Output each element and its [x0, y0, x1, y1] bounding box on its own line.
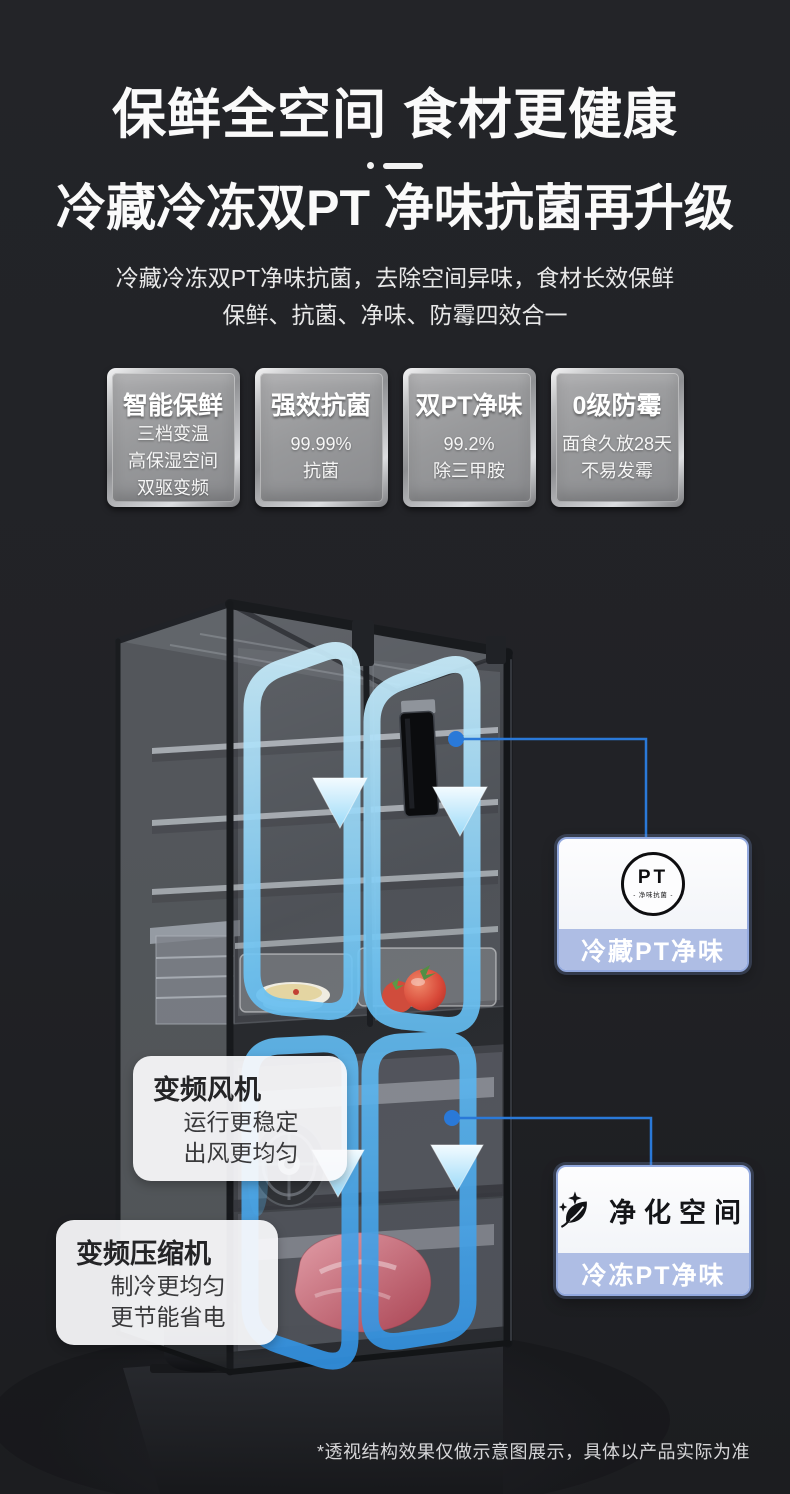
connectors — [444, 731, 653, 1166]
compressor-callout-line: 制冷更均匀 — [110, 1273, 226, 1299]
airflow-loop — [361, 1031, 477, 1350]
page-subtitle: 冷藏冷冻双PT 净味抗菌再升级 — [56, 180, 734, 237]
fan-callout-line: 运行更稳定 — [183, 1109, 299, 1135]
feature-card-line: 三档变温 — [137, 424, 209, 445]
freezer-pt-card: 净化空间 冷冻PT净味 — [556, 1165, 751, 1296]
page-title: 保鲜全空间 食材更健康 — [111, 85, 678, 145]
feature-card-title: 0级防霉 — [572, 392, 662, 421]
feature-card-dual-pt: 双PT净味 99.2% 除三甲胺 — [402, 368, 536, 508]
pt-module — [399, 699, 440, 818]
feature-card-row: 智能保鲜 三档变温 高保湿空间 双驱变频 强效抗菌 99.99% 抗菌 — [0, 368, 790, 508]
airflow-arrows — [311, 777, 488, 1199]
feature-card-anti-mold: 0级防霉 面食久放28天 不易发霉 — [550, 368, 684, 508]
feature-card-line: 99.2% — [443, 434, 495, 455]
fridge-pt-label: 冷藏PT净味 — [559, 929, 747, 970]
feature-card-title: 强效抗菌 — [270, 392, 371, 421]
fan-callout-line: 出风更均匀 — [183, 1140, 299, 1166]
purify-space-label: 净化空间 — [609, 1197, 749, 1228]
connector-dot — [444, 1110, 460, 1126]
feature-card-antibacterial: 强效抗菌 99.99% 抗菌 — [254, 368, 388, 508]
sparkle-icon — [568, 1191, 582, 1205]
connector-line — [452, 1116, 653, 1166]
feature-card-line: 双驱变频 — [137, 478, 209, 499]
fridge-frame — [115, 599, 513, 1376]
fan-callout-title: 变频风机 — [153, 1075, 261, 1105]
description: 冷藏冷冻双PT净味抗菌，去除空间异味，食材长效保鲜 保鲜、抗菌、净味、防霉四效合… — [0, 260, 790, 334]
fan-callout: 变频风机 运行更稳定 出风更均匀 — [133, 1056, 347, 1181]
divider-bar — [383, 162, 423, 169]
header: 保鲜全空间 食材更健康 冷藏冷冻双PT 净味抗菌再升级 冷藏冷冻双PT净味抗菌，… — [0, 0, 790, 508]
disclaimer-footnote: *透视结构效果仅做示意图展示，具体以产品实际为准 — [316, 1442, 750, 1462]
connector-line — [456, 737, 648, 840]
feature-card-line: 面食久放28天 — [561, 434, 673, 455]
airflow-loop — [363, 656, 481, 1034]
connector-dot — [448, 731, 464, 747]
feature-card-line: 不易发霉 — [581, 461, 653, 482]
description-line-2: 保鲜、抗菌、净味、防霉四效合一 — [222, 302, 568, 329]
fridge-pt-card: PT - 净味抗菌 - 冷藏PT净味 — [557, 837, 749, 972]
feature-card-line: 高保湿空间 — [128, 451, 218, 472]
freezer-pt-label: 冷冻PT净味 — [558, 1253, 749, 1294]
airflow-arrow-icon — [312, 777, 368, 830]
feature-card-line: 除三甲胺 — [433, 461, 505, 482]
compressor-callout-title: 变频压缩机 — [76, 1239, 211, 1269]
compressor-callout: 变频压缩机 制冷更均匀 更节能省电 — [56, 1220, 278, 1345]
compressor-callout-line: 更节能省电 — [110, 1304, 226, 1330]
feature-card-title: 双PT净味 — [415, 392, 523, 421]
pt-logo-icon: PT - 净味抗菌 - — [621, 852, 685, 916]
description-line-1: 冷藏冷冻双PT净味抗菌，去除空间异味，食材长效保鲜 — [115, 265, 675, 292]
sparkle-icon — [558, 1202, 568, 1212]
leaf-icon — [558, 1191, 587, 1228]
feature-card-title: 智能保鲜 — [122, 392, 223, 421]
feature-card-line: 抗菌 — [303, 461, 339, 482]
ice-tray — [150, 920, 240, 1025]
feature-card-smart-fresh: 智能保鲜 三档变温 高保湿空间 双驱变频 — [106, 368, 240, 508]
airflow-loop — [243, 642, 361, 1020]
feature-card-line: 99.99% — [290, 434, 352, 455]
airflow-arrow-icon — [430, 1144, 484, 1193]
divider-dot — [367, 162, 374, 170]
airflow-arrow-icon — [432, 786, 488, 838]
title-divider — [0, 162, 790, 170]
